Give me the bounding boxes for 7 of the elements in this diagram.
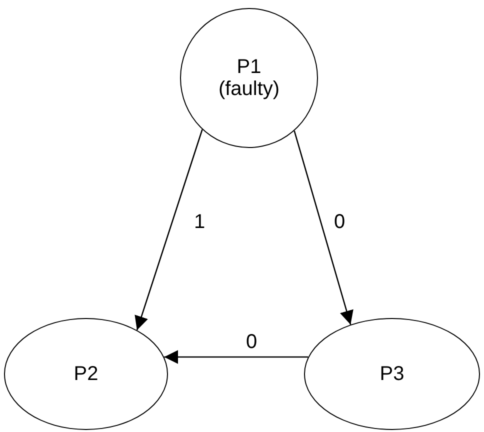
arrow: [294, 130, 354, 325]
node-label: P1: [236, 56, 262, 78]
arrow: [164, 350, 308, 364]
arrow: [134, 129, 203, 330]
node-label: (faulty): [218, 78, 280, 100]
node-label: P3: [380, 363, 404, 385]
node-label: P2: [74, 363, 98, 385]
